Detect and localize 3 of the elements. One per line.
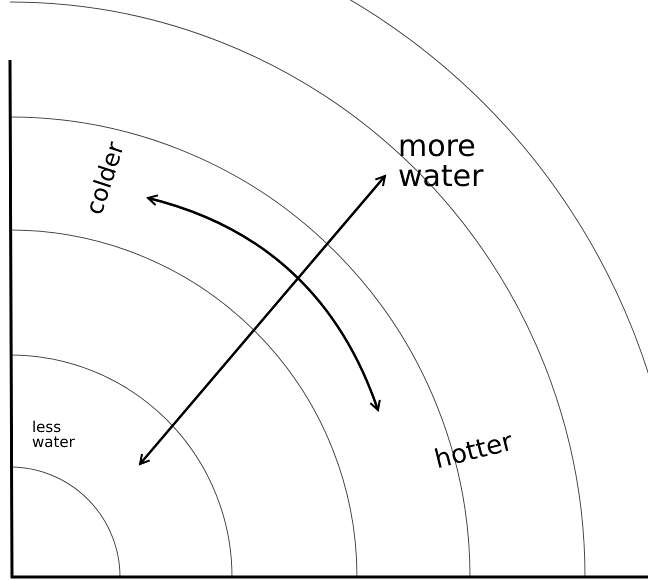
axis-label: hotter xyxy=(432,428,516,474)
axis-label: less water xyxy=(32,420,76,450)
axis-label: colder xyxy=(82,139,128,218)
